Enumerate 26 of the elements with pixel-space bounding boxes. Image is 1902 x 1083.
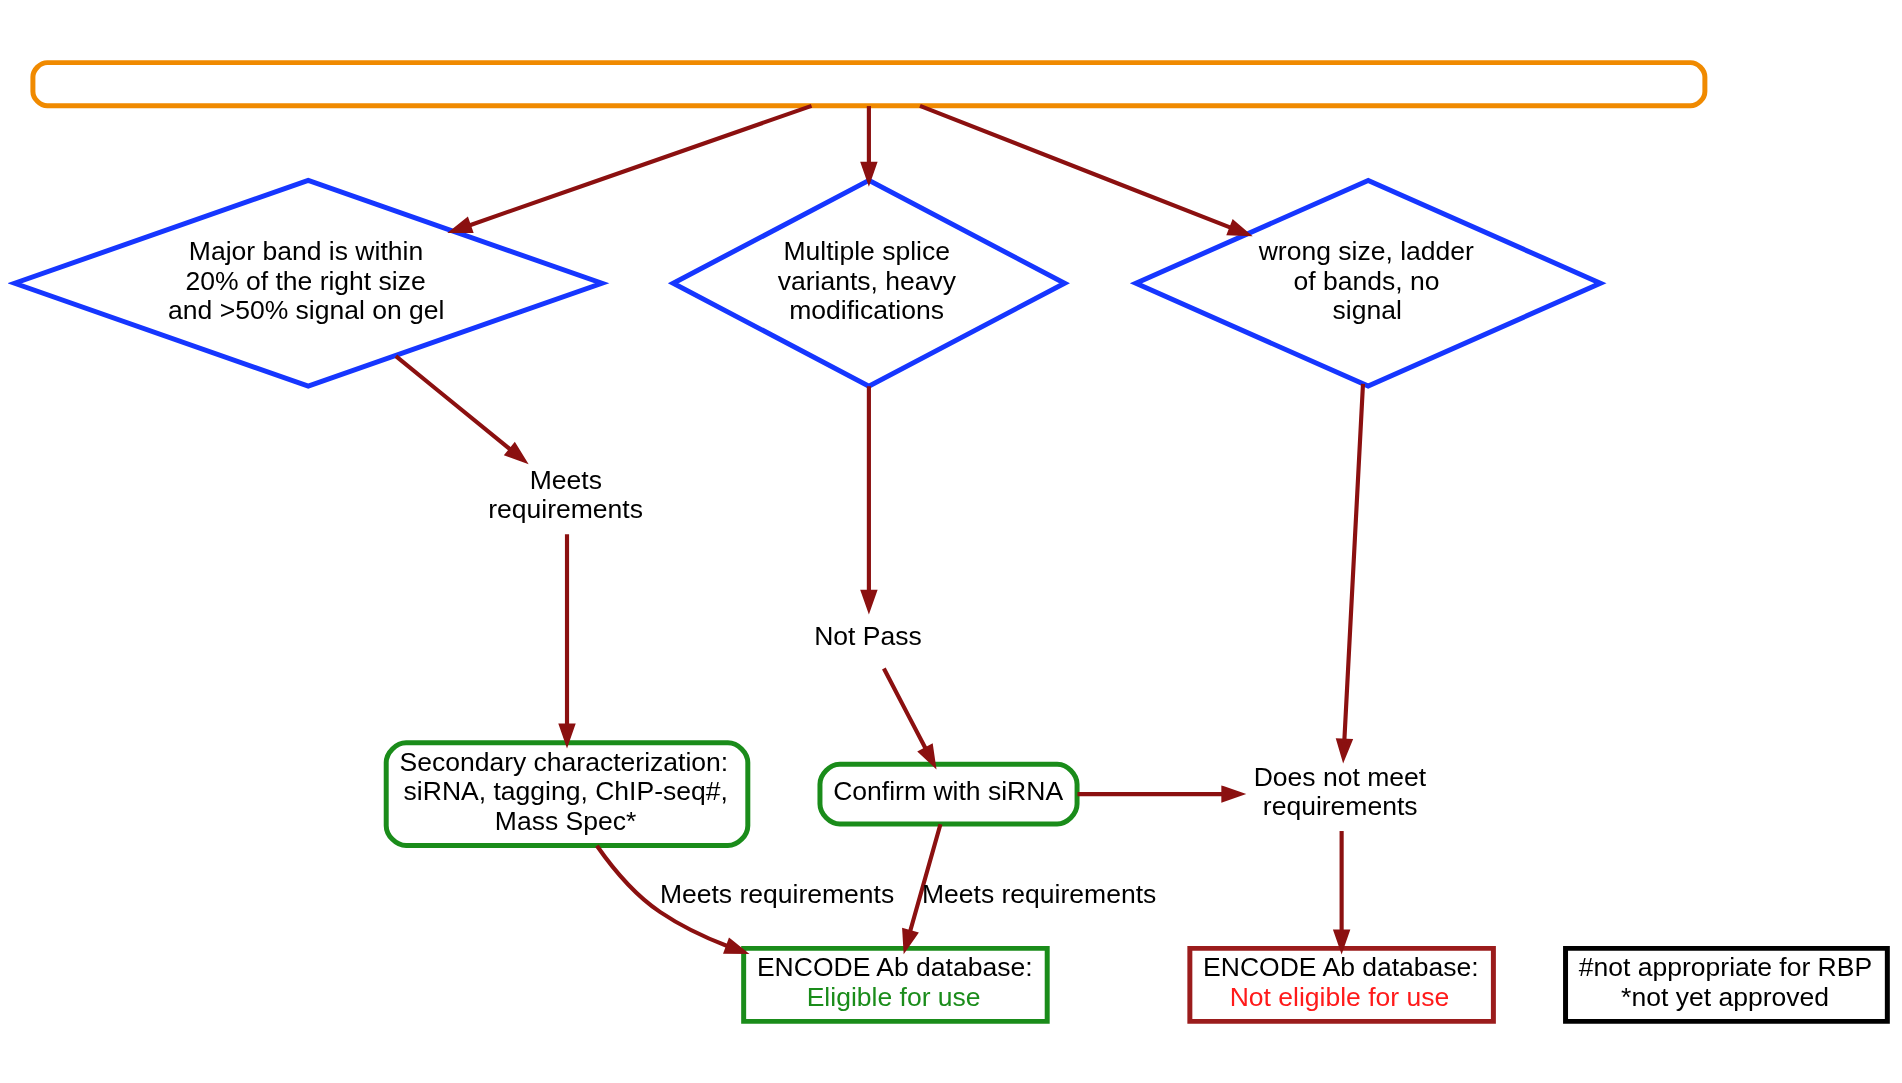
arrow (882, 667, 937, 769)
node-diamond: Major band is within 20% of the right size and >50% signal on gel (8, 177, 610, 389)
arrow (595, 844, 750, 954)
arrow (860, 105, 878, 187)
arrow (447, 103, 813, 233)
node-box (30, 59, 1708, 108)
node-text: Not Pass (814, 620, 922, 651)
edge-label: Meets requirements (921, 878, 1157, 909)
arrow (558, 533, 576, 748)
node-text: Meets requirements (488, 464, 643, 524)
arrow (1335, 383, 1366, 763)
node-box: Secondary characterization: siRNA, tagging, ChIP-seq#, Mass Spec* (383, 739, 751, 848)
node-diamond: wrong size, ladder of bands, no signal (1129, 177, 1607, 389)
node-box: ENCODE Ab database: Eligible for use (741, 945, 1050, 1024)
node-box: ENCODE Ab database: Not eligible for use (1187, 945, 1496, 1024)
edge-label: Meets requirements (659, 878, 895, 909)
arrow (1332, 830, 1351, 954)
node-box: #not appropriate for RBP *not yet approved (1563, 945, 1890, 1024)
arrow (860, 385, 878, 615)
arrow (902, 823, 943, 954)
node-text: Does not meet requirements (1253, 761, 1427, 821)
node-box: Confirm with siRNA (817, 761, 1080, 826)
arrow (1077, 784, 1247, 803)
arrow (919, 103, 1253, 236)
node-diamond: Multiple splice variants, heavy modifications (667, 177, 1070, 389)
arrow (394, 354, 529, 464)
